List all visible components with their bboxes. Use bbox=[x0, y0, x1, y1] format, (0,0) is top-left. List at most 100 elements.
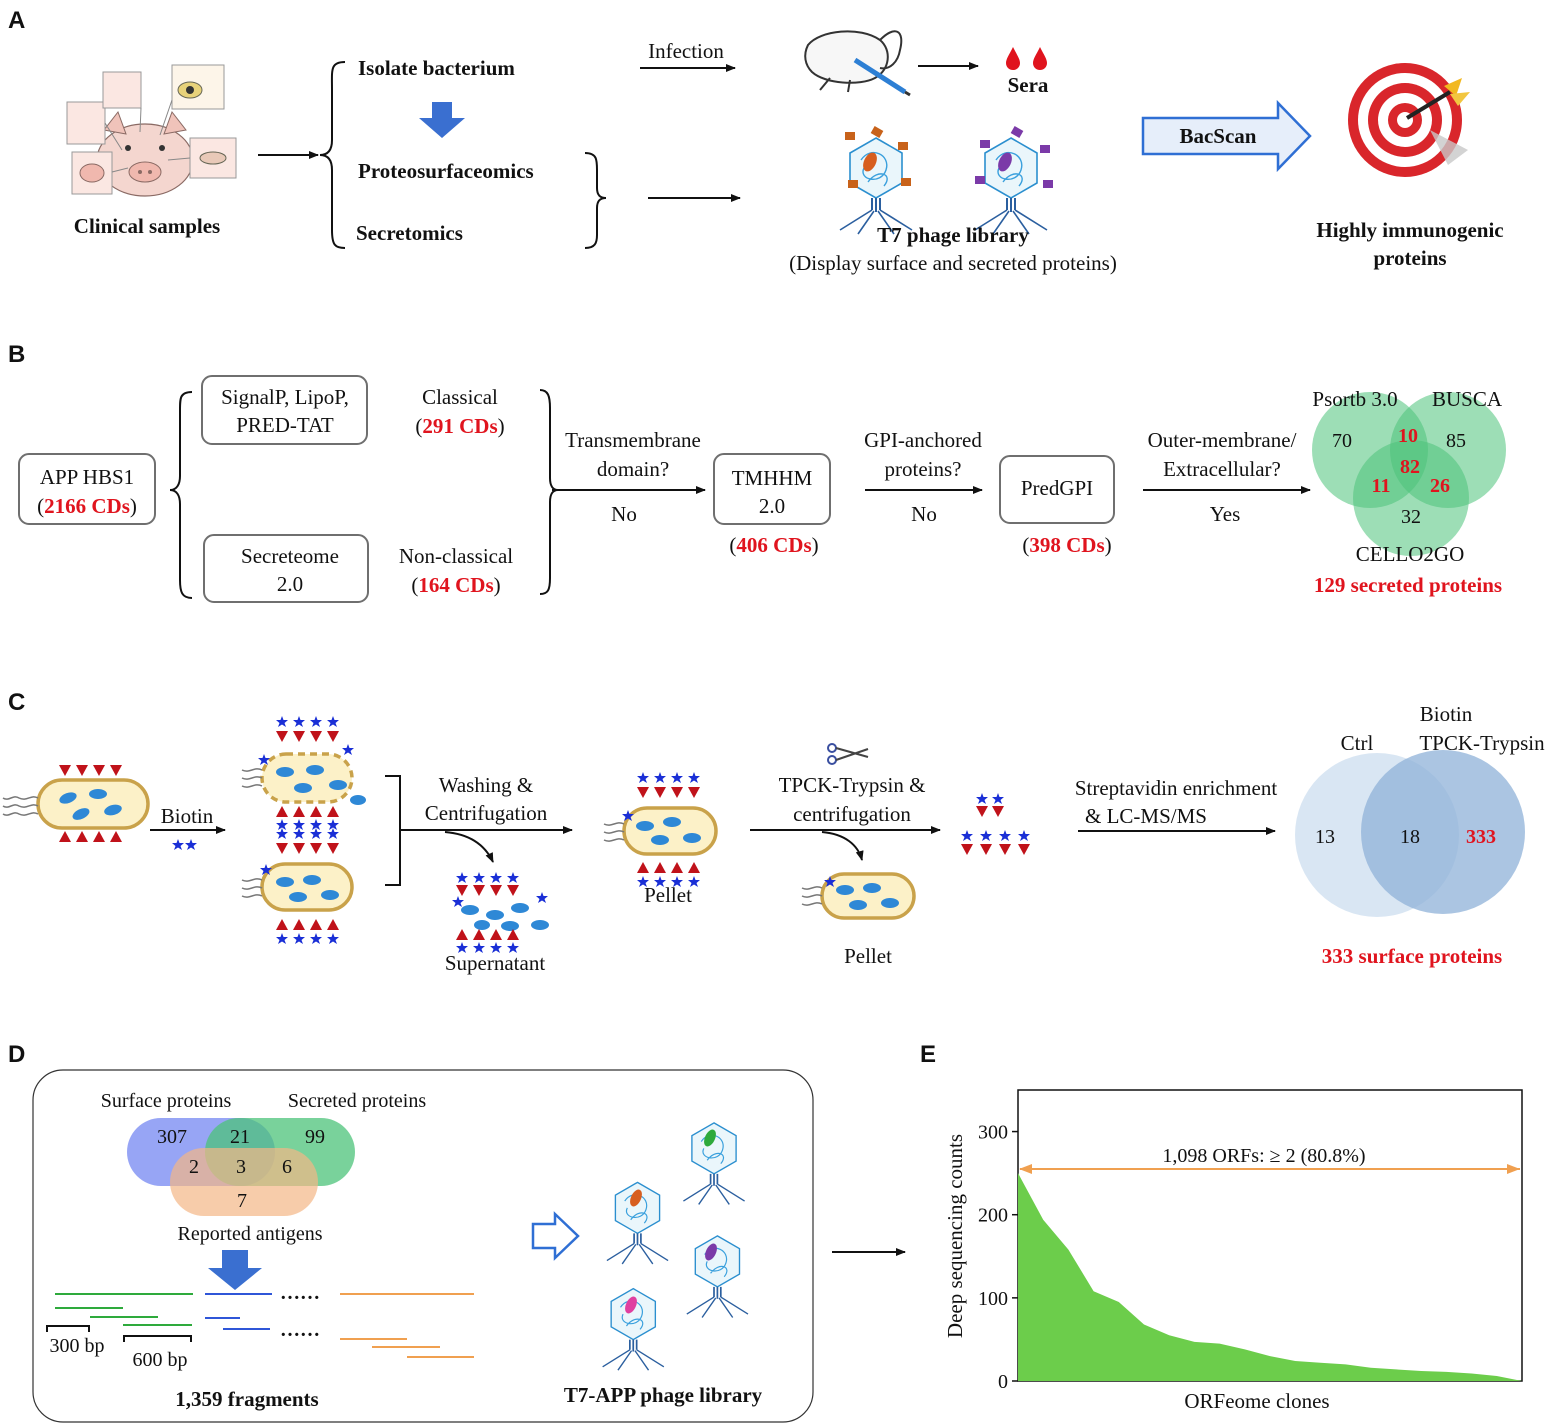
secreteome-version: 2.0 bbox=[277, 572, 303, 596]
tmhmm-cds: (406 CDs) bbox=[729, 533, 818, 557]
pellet2-bacterium-icon bbox=[801, 872, 916, 920]
t7-subtitle: (Display surface and secreted proteins) bbox=[789, 251, 1117, 275]
panel-a-label: A bbox=[8, 7, 25, 34]
venn-d-surf-sec: 21 bbox=[230, 1126, 250, 1148]
chart-annotation: 1,098 ORFs: ≥ 2 (80.8%) bbox=[1162, 1145, 1365, 1167]
venn-c-biotin-circle bbox=[1361, 750, 1525, 914]
signalp-box bbox=[201, 375, 368, 445]
venn-b-a-only: 70 bbox=[1332, 430, 1352, 452]
venn-c bbox=[1295, 750, 1525, 917]
venn-d-surface-only: 307 bbox=[157, 1126, 187, 1148]
phage-icon bbox=[839, 126, 1053, 235]
bacterium-broken-icon bbox=[241, 716, 366, 830]
blood-drop-icon bbox=[1006, 47, 1047, 70]
venn-b bbox=[1312, 392, 1506, 556]
venn-b-ab: 10 bbox=[1398, 425, 1418, 447]
gpi-proteins-question: proteins? bbox=[885, 457, 962, 481]
chart-area-series bbox=[1018, 1173, 1522, 1381]
t7-phage-library-label: T7 phage library bbox=[877, 223, 1029, 247]
panel-c-label: C bbox=[8, 689, 25, 716]
down-arrow-icon bbox=[419, 102, 465, 138]
predtat-label: PRED-TAT bbox=[236, 413, 334, 437]
venn-d-rep-only: 7 bbox=[237, 1190, 247, 1212]
chart-xlabel: ORFeome clones bbox=[1184, 1389, 1329, 1413]
panel-b-label: B bbox=[8, 341, 25, 368]
surface-proteins-result: 333 surface proteins bbox=[1322, 944, 1502, 968]
down-arrow-d-icon bbox=[208, 1250, 262, 1290]
arrow-to-supernatant bbox=[444, 831, 494, 863]
secretomics-label: Secretomics bbox=[356, 221, 463, 245]
panel-d-label: D bbox=[8, 1041, 25, 1068]
venn-b-psortb-label: Psortb 3.0 bbox=[1312, 387, 1397, 411]
supernatant-icon bbox=[452, 872, 549, 953]
pig-illustration bbox=[66, 64, 237, 197]
venn-c-tpck-label: TPCK-Trypsin bbox=[1419, 731, 1545, 755]
venn-d bbox=[127, 1118, 355, 1216]
venn-c-ctrl-label: Ctrl bbox=[1341, 731, 1374, 755]
proteins-label: proteins bbox=[1373, 246, 1446, 270]
venn-b-b-only: 85 bbox=[1446, 430, 1466, 452]
domain-question: domain? bbox=[597, 457, 669, 481]
arrow-to-pellet2 bbox=[821, 831, 864, 861]
bacterium-intact-icon bbox=[241, 828, 354, 944]
released-peptides-icon bbox=[961, 793, 1030, 855]
y-tick-label-300: 300 bbox=[978, 1122, 1008, 1144]
brace-b bbox=[169, 391, 193, 599]
classical-cds: (291 CDs) bbox=[415, 414, 504, 438]
brace-a-right bbox=[584, 152, 607, 249]
om-answer: Yes bbox=[1210, 502, 1241, 526]
centrifugation2-label: centrifugation bbox=[793, 802, 911, 826]
surface-proteins-label: Surface proteins bbox=[101, 1090, 232, 1112]
washing-label: Washing & bbox=[439, 773, 534, 797]
tm-answer: No bbox=[611, 502, 637, 526]
fragments-label: 1,359 fragments bbox=[175, 1387, 318, 1411]
extracellular-question: Extracellular? bbox=[1163, 457, 1281, 481]
bacterium-icon bbox=[1, 765, 150, 842]
dots-row-2: …… bbox=[280, 1319, 320, 1341]
biotin-icon bbox=[172, 839, 197, 850]
panel-e-label: E bbox=[920, 1041, 936, 1068]
panel-d-frame bbox=[32, 1069, 814, 1423]
nonclassical-cds: (164 CDs) bbox=[411, 573, 500, 597]
classical-label: Classical bbox=[422, 385, 498, 409]
chart-ylabel: Deep sequencing counts bbox=[943, 1134, 967, 1338]
predgpi-label: PredGPI bbox=[1021, 476, 1093, 500]
brace-a bbox=[319, 61, 346, 249]
venn-b-cello2go-label: CELLO2GO bbox=[1356, 542, 1465, 566]
dots-row-1: …… bbox=[280, 1282, 320, 1304]
gpi-question: GPI-anchored bbox=[864, 428, 982, 452]
venn-d-reported-shape bbox=[170, 1148, 318, 1216]
lcms-label: & LC-MS/MS bbox=[1085, 804, 1207, 828]
venn-d-surf-rep: 2 bbox=[189, 1156, 199, 1178]
target-icon bbox=[1348, 63, 1470, 177]
brace-b-right bbox=[539, 389, 559, 595]
pellet2-label: Pellet bbox=[844, 944, 892, 968]
secreted-proteins-result: 129 secreted proteins bbox=[1314, 573, 1502, 597]
venn-b-abc: 82 bbox=[1400, 456, 1420, 478]
venn-b-ac: 11 bbox=[1372, 475, 1391, 497]
bracket-c bbox=[385, 775, 401, 886]
secreted-proteins-label: Secreted proteins bbox=[288, 1090, 426, 1112]
isolate-bacterium-label: Isolate bacterium bbox=[358, 56, 515, 80]
bp300-label: 300 bp bbox=[50, 1335, 105, 1357]
pellet-bacterium-icon bbox=[603, 772, 718, 887]
tmhmm-version: 2.0 bbox=[759, 494, 785, 518]
app-hbs1-label: APP HBS1 bbox=[40, 465, 134, 489]
phage-library-icons bbox=[601, 1121, 749, 1372]
outer-membrane-question: Outer-membrane/ bbox=[1148, 428, 1297, 452]
venn-cello2go-circle bbox=[1353, 440, 1469, 556]
venn-c-biotin-label: Biotin bbox=[1420, 702, 1473, 726]
tmhmm-label: TMHHM bbox=[732, 466, 813, 490]
bp600-label: 600 bp bbox=[133, 1349, 188, 1371]
supernatant-label: Supernatant bbox=[445, 951, 545, 975]
y-tick-label-0: 0 bbox=[998, 1371, 1008, 1393]
gpi-answer: No bbox=[911, 502, 937, 526]
predgpi-cds: (398 CDs) bbox=[1022, 533, 1111, 557]
bacscan-arrow bbox=[1141, 99, 1312, 173]
tmhmm-box bbox=[713, 453, 831, 525]
secreteome-box bbox=[203, 534, 369, 603]
scissors-icon bbox=[827, 743, 869, 765]
venn-c-left: 13 bbox=[1315, 826, 1335, 848]
